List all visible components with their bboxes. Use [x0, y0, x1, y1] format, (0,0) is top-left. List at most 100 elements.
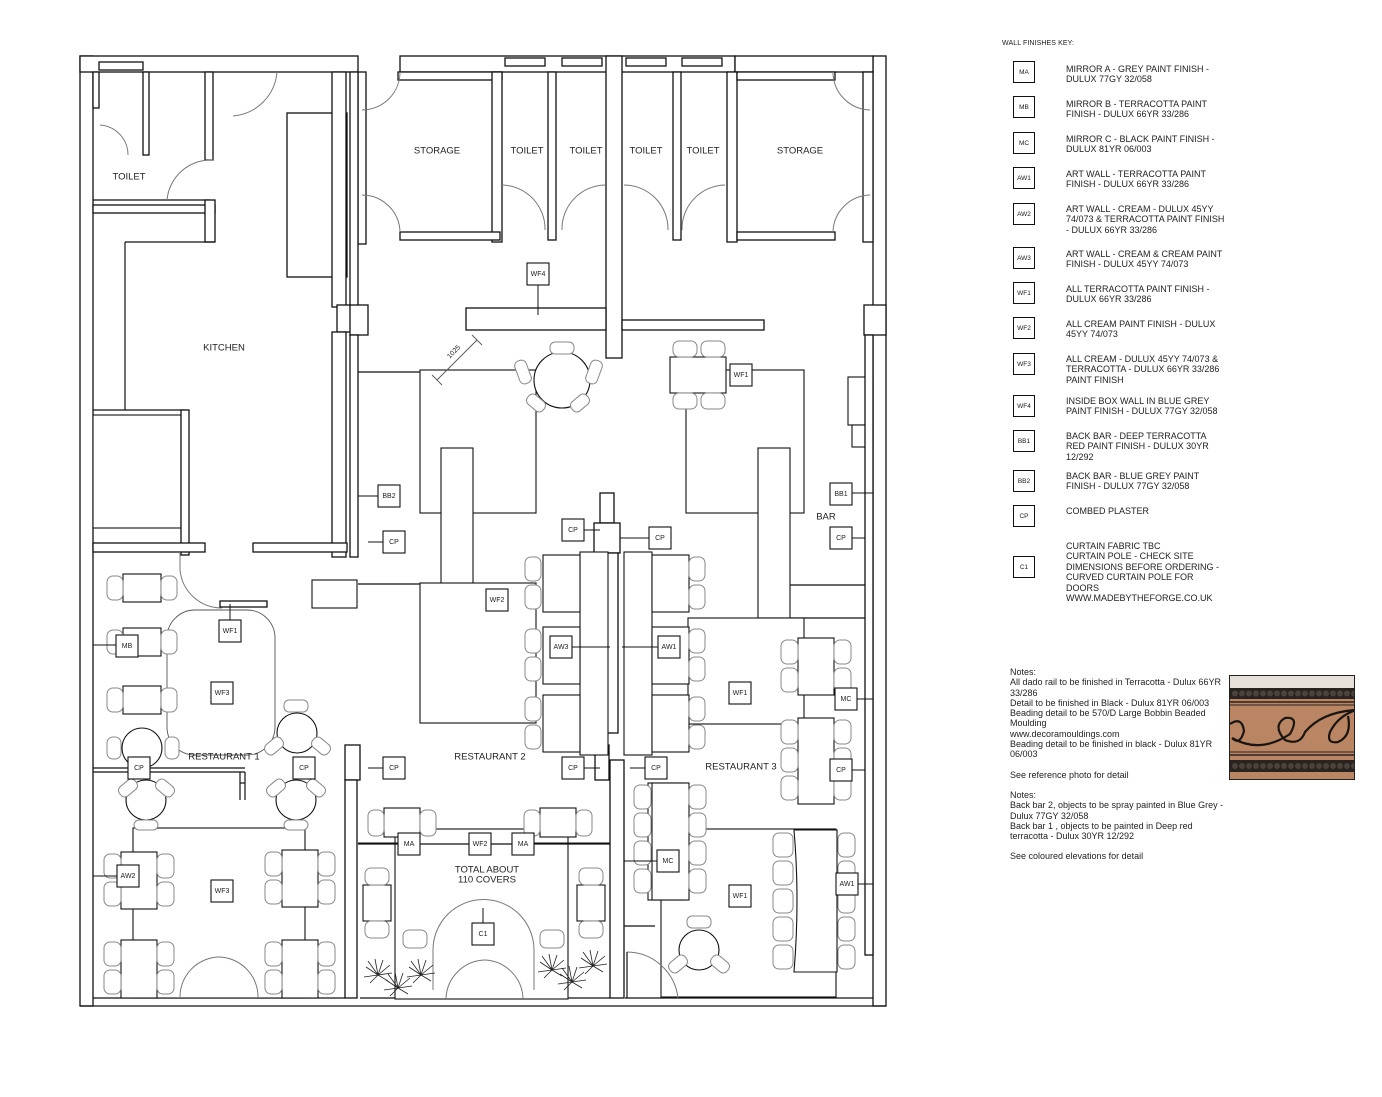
key-description: ART WALL - CREAM & CREAM PAINT FINISH - … [1066, 249, 1223, 270]
key-description-line: CURTAIN POLE - CHECK SITE DIMENSIONS BEF… [1066, 551, 1220, 593]
finish-tag: C1 [479, 931, 488, 938]
room-label-restaurant-3: RESTAURANT 3 [705, 762, 776, 773]
key-code-box: C1 [1013, 556, 1035, 578]
finish-tag: WF1 [733, 893, 748, 900]
notes-heading: Notes: [1010, 789, 1037, 800]
restaurant-2-walls [358, 828, 610, 1000]
key-description: ART WALL - CREAM - DULUX 45YY 74/073 & T… [1066, 204, 1225, 235]
key-code-box: BB2 [1013, 470, 1035, 492]
note-line: Back bar 2, objects to be spray painted … [1010, 800, 1224, 821]
room-label-storage: STORAGE [414, 146, 460, 157]
finish-tag: WF2 [473, 841, 488, 848]
finish-tag: WF1 [734, 372, 749, 379]
moulding-detail-image [1230, 676, 1354, 772]
tables [120, 351, 838, 999]
room-label-toilet: TOILET [112, 172, 145, 183]
key-code-box: WF4 [1013, 395, 1035, 417]
key-code-box: WF2 [1013, 317, 1035, 339]
finish-tag: MA [404, 841, 415, 848]
room-label-toilet: TOILET [510, 146, 543, 157]
finish-tag: AW2 [121, 873, 136, 880]
room-label-toilet: TOILET [569, 146, 602, 157]
finish-tag: WF1 [733, 690, 748, 697]
key-description: BACK BAR - DEEP TERRACOTTA RED PAINT FIN… [1066, 431, 1209, 462]
finish-tag: AW1 [662, 644, 677, 651]
finish-tag: MA [518, 841, 529, 848]
key-description: ALL TERRACOTTA PAINT FINISH - DULUX 66YR… [1066, 284, 1210, 305]
key-code-box: MB [1013, 96, 1035, 118]
finish-tag: CP [655, 535, 665, 542]
note-line: All dado rail to be finished in Terracot… [1010, 677, 1221, 698]
note-line: Beading detail to be 570/D Large Bobbin … [1010, 708, 1206, 729]
finish-tag: CP [568, 765, 578, 772]
finish-tag: CP [389, 539, 399, 546]
note-footer: See reference photo for detail [1010, 769, 1129, 780]
key-description: MIRROR A - GREY PAINT FINISH - DULUX 77G… [1066, 64, 1210, 85]
key-code-box: WF1 [1013, 282, 1035, 304]
room-label-storage: STORAGE [777, 146, 823, 157]
finish-tag: WF4 [531, 271, 546, 278]
key-code-box: MA [1013, 61, 1035, 83]
wall-finishes-key: WALL FINISHES KEY: MA MIRROR A - GREY PA… [1000, 40, 1240, 603]
key-code-box: CP [1013, 505, 1035, 527]
finish-tag: CP [134, 765, 144, 772]
key-description: ALL CREAM - DULUX 45YY 74/073 & TERRACOT… [1066, 354, 1220, 385]
note-footer: See coloured elevations for detail [1010, 851, 1144, 862]
finish-tag: CP [836, 767, 846, 774]
key-code-box: AW3 [1013, 247, 1035, 269]
restaurant-1-walls [93, 552, 306, 999]
finish-tag: WF3 [215, 690, 230, 697]
finish-tag: AW3 [554, 644, 569, 651]
reference-photo-moulding [1229, 675, 1355, 780]
key-code-box: AW1 [1013, 167, 1035, 189]
room-label-bar: BAR [816, 512, 836, 523]
finish-tag: CP [299, 765, 309, 772]
covers-label-line2: 110 COVERS [458, 875, 516, 886]
key-description: ALL CREAM PAINT FINISH - DULUX 45YY 74/0… [1066, 319, 1216, 340]
note-line: Beading detail to be finished in black -… [1010, 739, 1213, 760]
key-description: COMBED PLASTER [1066, 506, 1150, 516]
room-labels: TOILET KITCHEN STORAGE TOILET TOILET TOI… [112, 146, 835, 886]
finish-tag: AW1 [840, 881, 855, 888]
key-description-line: WWW.MADEBYTHEFORGE.CO.UK [1066, 593, 1213, 604]
key-description: ART WALL - TERRACOTTA PAINT FINISH - DUL… [1066, 169, 1206, 190]
finish-tag: WF2 [490, 597, 505, 604]
covers-label-line1: TOTAL ABOUT [455, 865, 519, 876]
finish-tag: BB2 [382, 493, 395, 500]
plant-icons [363, 949, 608, 997]
key-description: INSIDE BOX WALL IN BLUE GREY PAINT FINIS… [1066, 396, 1218, 417]
kitchen-block-walls [92, 61, 359, 558]
key-title: WALL FINISHES KEY: [1002, 40, 1075, 47]
notes-heading: Notes: [1010, 667, 1037, 677]
key-description: CURTAIN FABRIC TBC CURTAIN POLE - CHECK … [1066, 541, 1226, 603]
key-code-box: BB1 [1013, 430, 1035, 452]
notes-panel: Notes: All dado rail to be finished in T… [1010, 667, 1230, 862]
dimension-label: 1025 [446, 344, 462, 360]
finish-tag: WF1 [223, 628, 238, 635]
key-code-box: AW2 [1013, 203, 1035, 225]
chairs [103, 340, 856, 995]
room-label-kitchen: KITCHEN [203, 343, 245, 354]
note-link: www.decoramouldings.com [1010, 728, 1120, 739]
finish-tag: CP [568, 527, 578, 534]
finish-tags: WF4 WF1 BB2 BB1 CP CP CP CP WF2 AW3 AW1 … [93, 262, 873, 946]
finish-tag: CP [389, 765, 399, 772]
note-line: Back bar 1 , objects to be painted in De… [1010, 820, 1193, 842]
note-line: Detail to be finished in Black - Dulux 8… [1010, 697, 1210, 708]
key-code-box: WF3 [1013, 353, 1035, 375]
key-description: MIRROR B - TERRACOTTA PAINT FINISH - DUL… [1066, 99, 1207, 120]
key-code-box: MC [1013, 132, 1035, 154]
finish-tag: BB1 [834, 491, 847, 498]
key-description: BACK BAR - BLUE GREY PAINT FINISH - DULU… [1066, 471, 1200, 492]
room-label-toilet: TOILET [629, 146, 662, 157]
floor-plan: 1025 TOILET KITCHEN STORAGE TOILET TOILE… [79, 55, 887, 1007]
room-label-restaurant-1: RESTAURANT 1 [188, 752, 259, 763]
key-description: MIRROR C - BLACK PAINT FINISH - DULUX 81… [1066, 134, 1215, 155]
finish-tag: CP [651, 765, 661, 772]
finish-tag: MB [122, 643, 133, 650]
key-description-line: CURTAIN FABRIC TBC [1066, 541, 1161, 551]
finish-tag: CP [836, 535, 846, 542]
finish-tag: MC [841, 696, 852, 703]
toilet-block-walls [349, 55, 887, 359]
finish-tag: WF3 [215, 888, 230, 895]
